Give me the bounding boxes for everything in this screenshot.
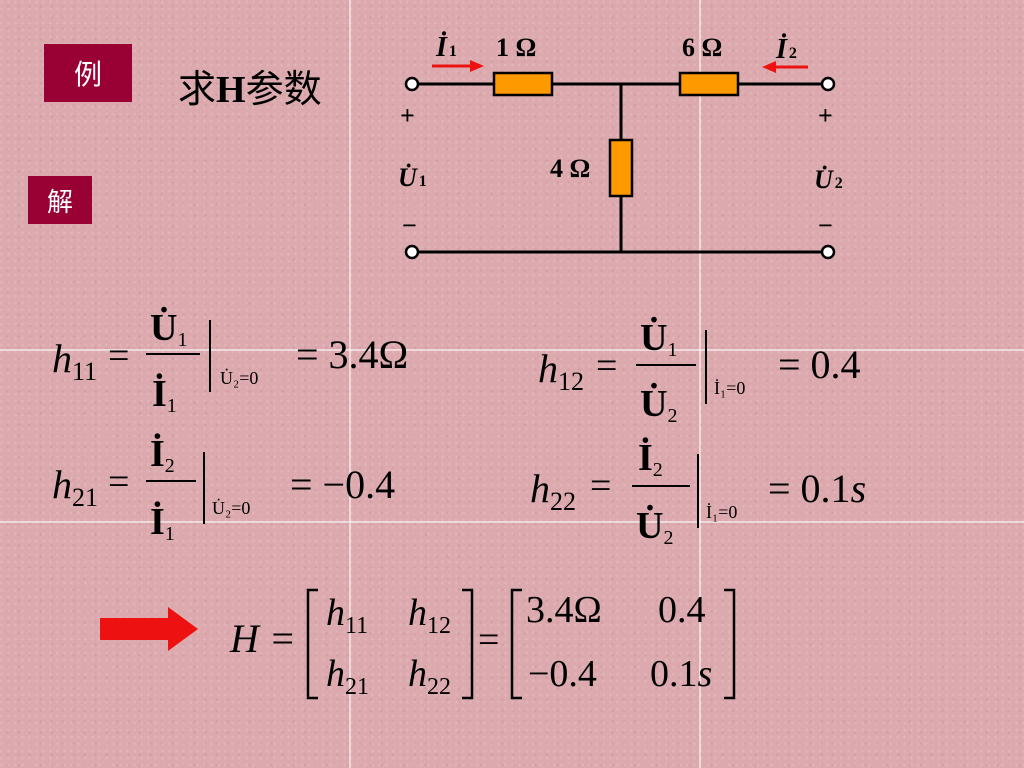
svg-text:−0.4: −0.4: [528, 653, 597, 695]
grid-line-h2: [0, 521, 1024, 523]
svg-text:U̇₂=0: U̇₂=0: [220, 367, 258, 388]
svg-text:İ1: İ1: [150, 501, 175, 545]
terminal-top-left: [404, 76, 420, 92]
label-r2: 6 Ω: [682, 33, 722, 62]
svg-text:İ2: İ2: [150, 433, 175, 477]
svg-text:=: =: [108, 335, 129, 377]
arrow-i2: [762, 61, 808, 73]
terminal-top-right: [820, 76, 836, 92]
svg-text:İ₁=0: İ₁=0: [706, 502, 737, 522]
svg-text:=: =: [478, 619, 499, 661]
svg-text:= −0.4: = −0.4: [290, 462, 395, 507]
title-h: H: [216, 69, 246, 111]
svg-text:h21: h21: [326, 653, 369, 700]
label-u2: U̇2: [814, 165, 843, 194]
minus-left: −: [402, 211, 417, 240]
svg-text:= 0.1s: = 0.1s: [768, 466, 866, 511]
solution-label: 解: [28, 176, 92, 224]
svg-text:h21: h21: [52, 462, 98, 512]
svg-text:U̇2: U̇2: [636, 505, 673, 549]
svg-text:İ1: İ1: [152, 373, 177, 417]
svg-text:h12: h12: [538, 346, 584, 396]
svg-text:İ₁=0: İ₁=0: [714, 378, 745, 398]
svg-text:= 3.4Ω: = 3.4Ω: [296, 332, 408, 377]
slide-title: 求H参数: [178, 58, 322, 113]
minus-right: −: [818, 211, 833, 240]
title-suffix: 参数: [245, 67, 322, 111]
grid-line-h1: [0, 349, 1024, 351]
equation-h21: h21 = İ2 İ1 U̇₂=0 = −0.4: [52, 433, 395, 545]
equation-h12: h12 = U̇1 U̇2 İ₁=0 = 0.4: [538, 317, 861, 427]
resistor-4ohm: [608, 138, 634, 198]
svg-text:h12: h12: [408, 592, 451, 639]
grid-line-v2: [699, 0, 701, 768]
resistor-1ohm: [492, 71, 554, 97]
svg-text:U̇1: U̇1: [150, 307, 187, 351]
svg-text:=: =: [108, 461, 129, 503]
svg-text:h11: h11: [326, 592, 368, 639]
svg-text:=: =: [590, 465, 611, 507]
label-r1: 1 Ω: [496, 33, 536, 62]
label-u1: U̇1: [398, 163, 427, 192]
svg-text:İ2: İ2: [638, 437, 663, 481]
svg-text:U̇2: U̇2: [640, 383, 677, 427]
svg-text:h22: h22: [530, 466, 576, 516]
h-matrix: H = h11 h12 h21 h22 = 3.4Ω 0.4 −0.4 0.1s: [229, 588, 736, 700]
grid-line-v1: [349, 0, 351, 768]
svg-text:3.4Ω: 3.4Ω: [526, 589, 602, 631]
equation-h22: h22 = İ2 U̇2 İ₁=0 = 0.1s: [530, 437, 866, 549]
arrow-i1: [432, 60, 484, 72]
svg-text:0.1s: 0.1s: [650, 653, 712, 695]
result-arrow: [100, 607, 198, 651]
svg-text:=: =: [596, 345, 617, 387]
svg-text:0.4: 0.4: [658, 589, 706, 631]
svg-text:H =: H =: [229, 616, 296, 661]
title-prefix: 求: [178, 67, 217, 111]
svg-text:h22: h22: [408, 653, 451, 700]
svg-text:h11: h11: [52, 336, 97, 386]
terminal-bottom-right: [820, 244, 836, 260]
svg-text:U̇₂=0: U̇₂=0: [212, 497, 250, 518]
label-r3: 4 Ω: [550, 154, 590, 183]
plus-right: +: [818, 101, 833, 130]
equation-h11: h11 = U̇1 İ1 U̇₂=0 = 3.4Ω: [52, 307, 408, 417]
plus-left: +: [400, 101, 415, 130]
resistor-6ohm: [678, 71, 740, 97]
example-label: 例: [44, 44, 132, 102]
svg-text:U̇1: U̇1: [640, 317, 677, 361]
svg-text:= 0.4: = 0.4: [778, 342, 861, 387]
terminal-bottom-left: [404, 244, 420, 260]
